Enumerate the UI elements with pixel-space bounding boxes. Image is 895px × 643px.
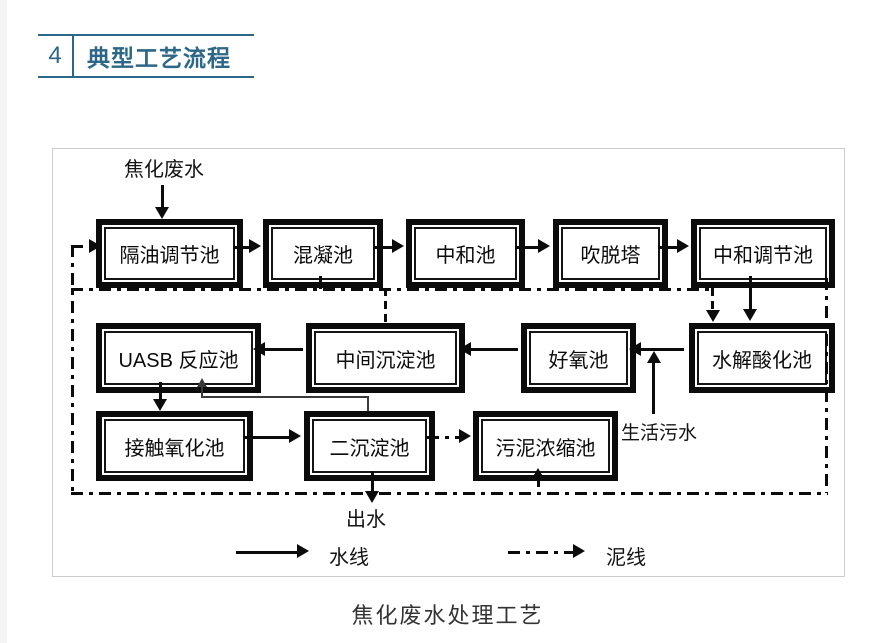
water-arrow-r1d-head — [677, 239, 689, 253]
sludge-line-left-vertical — [71, 245, 74, 493]
recycle-line-head — [197, 378, 207, 387]
node-aerobic-tank: 好氧池 — [521, 323, 636, 393]
node-secondary-sedimentation-tank: 二沉淀池 — [304, 411, 435, 481]
node-contact-oxidation-tank: 接触氧化池 — [96, 411, 253, 481]
node-sludge-thickening-tank: 污泥浓缩池 — [473, 411, 618, 481]
water-arrow-r1c-head — [538, 239, 550, 253]
legend-sludge-arrow-head — [573, 544, 585, 558]
sludge-drop-hydrolysis-head — [706, 310, 720, 322]
water-arrow-input-shaft — [161, 185, 164, 211]
diagram-caption: 焦化废水处理工艺 — [351, 603, 544, 628]
water-arrow-contact-to-secondary-shaft — [244, 436, 289, 439]
legend-sludge-label: 泥线 — [606, 547, 646, 569]
node-neutralization-regulating-tank: 中和调节池 — [691, 219, 835, 288]
node-label: 混凝池 — [271, 227, 375, 280]
sludge-arrow-secondary-to-thickener-shaft — [427, 436, 461, 439]
water-arrow-uasb-down-head — [153, 399, 167, 411]
sludge-drop-coagulation — [319, 276, 322, 289]
water-arrow-down-hydrolysis-head — [743, 309, 757, 321]
water-arrow-hydrolysis-to-aerobic-head — [629, 342, 641, 356]
recycle-line-down — [367, 396, 369, 412]
sludge-line-right-vertical — [825, 278, 828, 493]
node-label: 水解酸化池 — [697, 331, 827, 385]
water-arrow-aerobic-to-intermediate-shaft — [471, 348, 518, 351]
recycle-line-up — [201, 386, 203, 398]
sludge-line-mid-horizontal — [71, 288, 714, 291]
water-arrow-effluent-shaft — [371, 471, 374, 493]
water-arrow-input-head — [155, 207, 169, 219]
legend-sludge-arrow-shaft — [508, 551, 574, 554]
water-arrow-r1c-shaft — [515, 246, 539, 249]
node-label: 接触氧化池 — [104, 419, 245, 473]
node-label: 好氧池 — [529, 331, 628, 385]
section-title: 典型工艺流程 — [87, 45, 231, 71]
sludge-drop-intermediate — [384, 288, 387, 324]
node-label: 中间沉淀池 — [314, 331, 457, 385]
water-arrow-hydrolysis-to-aerobic-shaft — [641, 348, 684, 351]
node-label: 污泥浓缩池 — [481, 419, 610, 473]
sludge-line-stub-oil-tank — [71, 245, 93, 248]
side-input-label: 生活污水 — [621, 423, 698, 444]
water-arrow-r1b-head — [392, 239, 404, 253]
node-oil-separation-tank: 隔油调节池 — [96, 219, 243, 288]
sludge-line-bottom-horizontal — [71, 492, 828, 495]
legend-water-arrow-shaft — [236, 551, 298, 554]
recycle-line-horizontal — [201, 396, 369, 398]
node-label: 隔油调节池 — [104, 227, 235, 280]
legend-water-arrow-head — [297, 544, 309, 558]
water-arrow-down-hydrolysis-shaft — [749, 276, 752, 312]
node-uasb-reactor: UASB 反应池 — [96, 323, 261, 393]
page-left-margin — [0, 0, 7, 643]
water-arrow-sewage-shaft — [652, 361, 655, 414]
water-arrow-uasb-down-shaft — [159, 382, 162, 401]
node-coagulation-tank: 混凝池 — [263, 219, 383, 288]
water-arrow-r1b-shaft — [373, 246, 393, 249]
input-label: 焦化废水 — [124, 159, 204, 181]
water-arrow-r1a-head — [249, 239, 261, 253]
output-label: 出水 — [346, 509, 386, 531]
node-label: UASB 反应池 — [104, 331, 253, 385]
sludge-arrow-thickener-up-head — [531, 468, 545, 480]
node-label: 中和调节池 — [699, 227, 827, 280]
section-header: 4 典型工艺流程 — [38, 34, 254, 78]
legend-water-label: 水线 — [329, 547, 369, 569]
water-arrow-intermediate-to-uasb-head — [253, 342, 265, 356]
sludge-arrow-oil-tank-head — [89, 239, 101, 253]
node-stripping-tower: 吹脱塔 — [553, 219, 668, 288]
node-label: 二沉淀池 — [312, 419, 427, 473]
water-arrow-sewage-head — [647, 351, 661, 363]
sludge-drop-hydrolysis-shaft — [711, 288, 714, 312]
node-label: 吹脱塔 — [561, 227, 660, 280]
water-arrow-intermediate-to-uasb-shaft — [265, 348, 303, 351]
node-label: 中和池 — [414, 227, 517, 280]
flow-diagram-panel: 焦化废水 隔油调节池 混凝池 中和池 吹脱塔 中和调节池 UASB 反应池 中间… — [52, 148, 845, 577]
water-arrow-contact-to-secondary-head — [289, 429, 301, 443]
water-arrow-r1a-shaft — [233, 246, 251, 249]
section-number: 4 — [38, 36, 74, 76]
sludge-arrow-secondary-to-thickener-head — [459, 429, 471, 443]
node-neutralization-tank: 中和池 — [406, 219, 525, 288]
water-arrow-r1d-shaft — [658, 246, 678, 249]
node-hydrolysis-acidification-tank: 水解酸化池 — [689, 323, 835, 393]
water-arrow-aerobic-to-intermediate-head — [459, 342, 471, 356]
sludge-arrow-thickener-up-shaft — [537, 479, 540, 493]
node-intermediate-sedimentation-tank: 中间沉淀池 — [306, 323, 465, 393]
